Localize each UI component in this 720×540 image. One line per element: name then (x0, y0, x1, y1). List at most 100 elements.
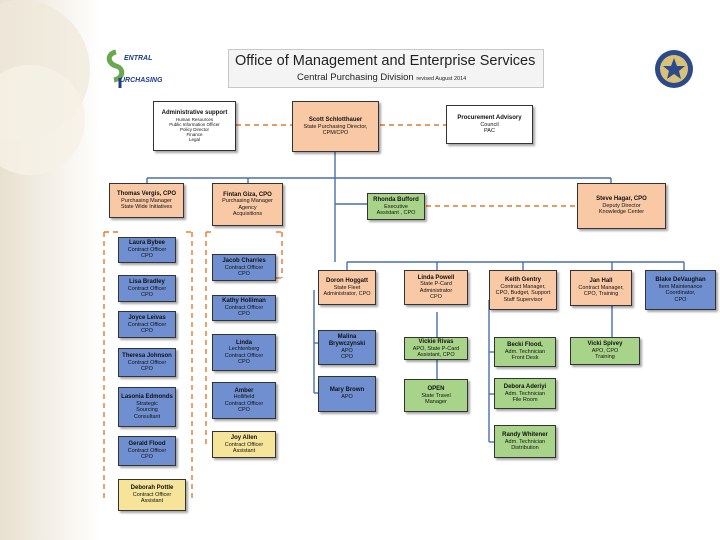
role-line: Staff Supervisor (503, 296, 543, 303)
role-line: Legal (188, 137, 200, 143)
logo-icon (106, 49, 125, 88)
role-line: Assistant (140, 498, 164, 505)
role-line: Contract Officer (127, 359, 167, 366)
person-name: Malina Brywczynski (328, 334, 366, 348)
title-box: Office of Management and Enterprise Serv… (228, 49, 544, 88)
role-line: CPO (238, 311, 250, 318)
role-line: CPO (141, 454, 153, 461)
role-line: CPO (674, 296, 687, 303)
role-line: Assistant , CPO (376, 209, 416, 216)
role-line: Manager (425, 398, 447, 405)
role-line: Adm. Technician (504, 438, 546, 445)
role-line: Contract Officer (127, 285, 167, 292)
role-line: Item Maintenance (658, 283, 703, 290)
role-line: CPO (238, 359, 250, 366)
role-line: State Fleet (333, 284, 361, 291)
role-line: CPO (430, 294, 442, 301)
role-line: APO, CPO (591, 348, 619, 355)
role-line: Council (480, 121, 499, 128)
role-line: Assistant (232, 447, 256, 454)
person-name: Laura Bybee (128, 240, 165, 247)
logo-line-2: URCHASING (120, 77, 163, 84)
person-name: Kathy Holliman (222, 298, 266, 305)
role-line: Contract Manager, (500, 283, 546, 290)
role-line: Hollifield (233, 394, 255, 401)
person-name: OPEN (427, 385, 445, 392)
person-name: Mary Brown (329, 387, 365, 394)
role-line: APO (341, 394, 353, 401)
person-name: Vicki Spivey (587, 341, 623, 348)
person-name: Linda (236, 339, 252, 346)
role-line: Training (595, 354, 615, 361)
logo-line-1: ENTRAL (124, 55, 153, 62)
role-line: State Wide Initiatives (120, 203, 173, 210)
role-line: Sourcing (136, 407, 158, 414)
role-line: Front Desk (511, 355, 539, 362)
revision-date: revised August 2014 (416, 76, 467, 82)
role-line: Distribution (511, 444, 539, 451)
person-name: Procurement Advisory (457, 114, 522, 121)
role-line: CPO (141, 365, 153, 372)
role-line: CPM/CPO (322, 129, 349, 136)
role-line: Administrator (419, 287, 453, 294)
role-line: Contract Officer (224, 400, 264, 407)
role-line: CPO (141, 253, 153, 260)
role-line: Agency (238, 204, 257, 211)
person-name: Administrative support (161, 109, 228, 116)
role-line: Finance (186, 132, 203, 138)
role-line: CPO (341, 354, 353, 361)
role-line: APO, State P-Card (412, 345, 460, 352)
role-line: Contract Officer (127, 247, 167, 254)
person-name: Rhonda Bufford (373, 196, 419, 203)
state-seal-icon (655, 50, 693, 88)
page-subtitle: Central Purchasing Division revised Augu… (297, 72, 466, 83)
person-name: Amber (234, 387, 254, 394)
role-line: State Travel (421, 392, 451, 399)
role-line: Adm. Technician (504, 349, 546, 356)
person-name: Scott Schlotthauer (308, 116, 363, 123)
person-name: Thomas Vergis, CPO (116, 190, 177, 197)
role-line: Purchasing Manager (222, 198, 273, 205)
role-line: Contract Officer (127, 448, 167, 455)
person-name: Jan Hall (589, 278, 613, 285)
person-name: Linda Powell (417, 274, 455, 281)
role-line: Human Resources (175, 116, 214, 122)
role-line: PAC (484, 127, 495, 134)
role-line: APO (341, 348, 353, 355)
person-name: Lisa Bradley (129, 278, 165, 285)
person-name: Gerald Flood (128, 441, 166, 448)
role-line: Deputy Director (602, 203, 641, 210)
person-name: Steve Hagar, CPO (596, 196, 647, 203)
role-line: Administrator, CPO (323, 290, 371, 297)
